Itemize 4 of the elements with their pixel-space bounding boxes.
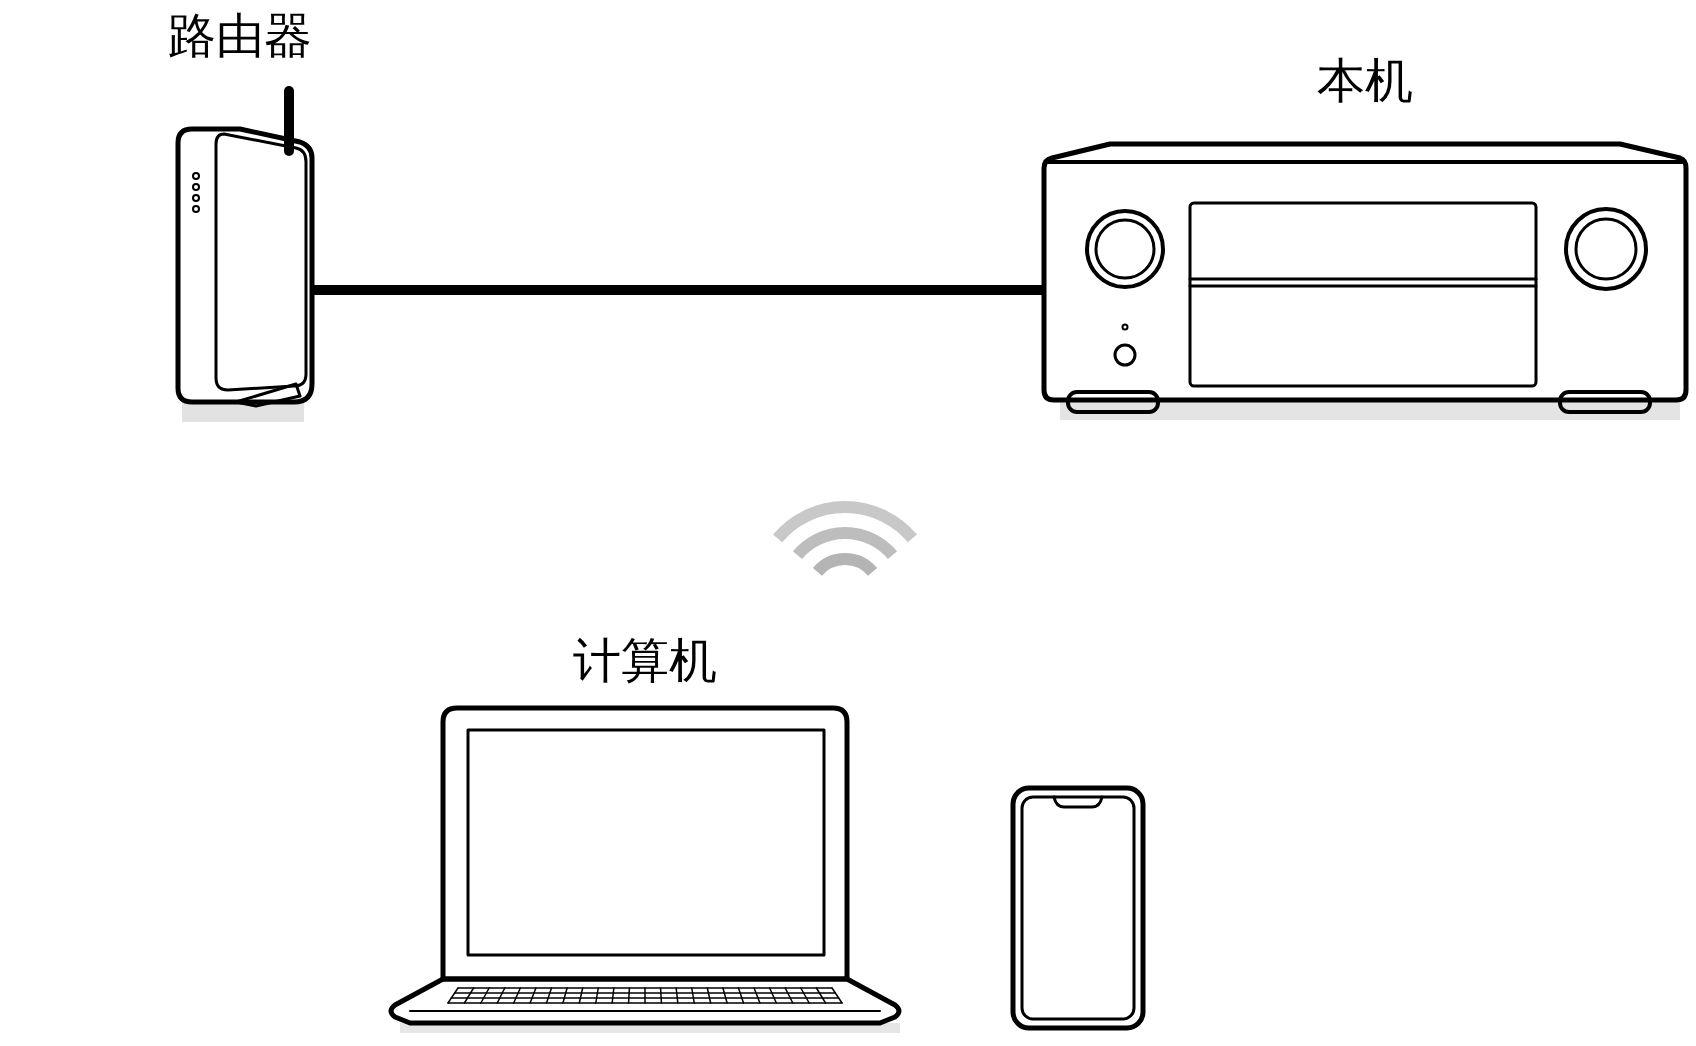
device-label: 本机 bbox=[1316, 51, 1414, 110]
cable-line bbox=[314, 285, 1044, 295]
device-label: 计算机 bbox=[572, 631, 718, 690]
device-label: 路由器 bbox=[167, 6, 313, 65]
